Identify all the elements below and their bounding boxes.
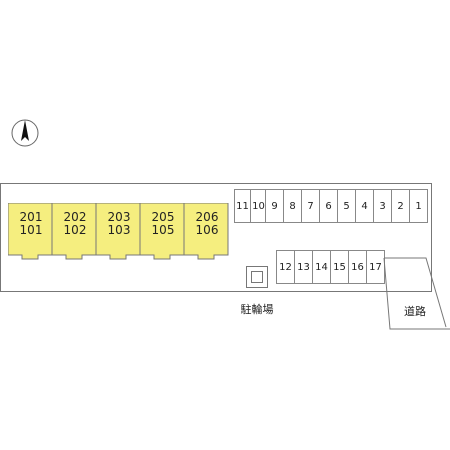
parking-space: 3 — [373, 189, 392, 223]
unit-upper-number: 202 — [63, 210, 87, 224]
unit-lower-number: 101 — [19, 223, 43, 237]
road-label: 道路 — [404, 305, 426, 318]
parking-space: 16 — [348, 250, 367, 284]
parking-space: 11 — [234, 189, 251, 223]
unit-lower-number: 102 — [63, 223, 87, 237]
parking-space: 15 — [330, 250, 349, 284]
unit-upper-number: 206 — [195, 210, 219, 224]
unit-lower-number: 103 — [107, 223, 131, 237]
site-boundary — [0, 183, 432, 292]
unit-lower-number: 105 — [151, 223, 175, 237]
parking-space: 12 — [276, 250, 295, 284]
bicycle-parking-icon — [246, 266, 268, 288]
parking-space: 13 — [294, 250, 313, 284]
parking-space: 7 — [301, 189, 320, 223]
parking-space: 8 — [283, 189, 302, 223]
road-outline — [383, 257, 450, 330]
parking-space: 4 — [355, 189, 374, 223]
parking-space: 6 — [319, 189, 338, 223]
unit-lower-number: 106 — [195, 223, 219, 237]
unit-upper-number: 203 — [107, 210, 131, 224]
parking-space: 2 — [391, 189, 410, 223]
parking-space: 1 — [409, 189, 428, 223]
north-arrow-icon — [8, 116, 42, 150]
parking-space: 10 — [250, 189, 267, 223]
parking-space: 5 — [337, 189, 356, 223]
parking-space: 14 — [312, 250, 331, 284]
parking-space: 9 — [265, 189, 284, 223]
unit-upper-number: 201 — [19, 210, 43, 224]
bicycle-parking-label: 駐輪場 — [240, 303, 274, 316]
unit-upper-number: 205 — [151, 210, 175, 224]
